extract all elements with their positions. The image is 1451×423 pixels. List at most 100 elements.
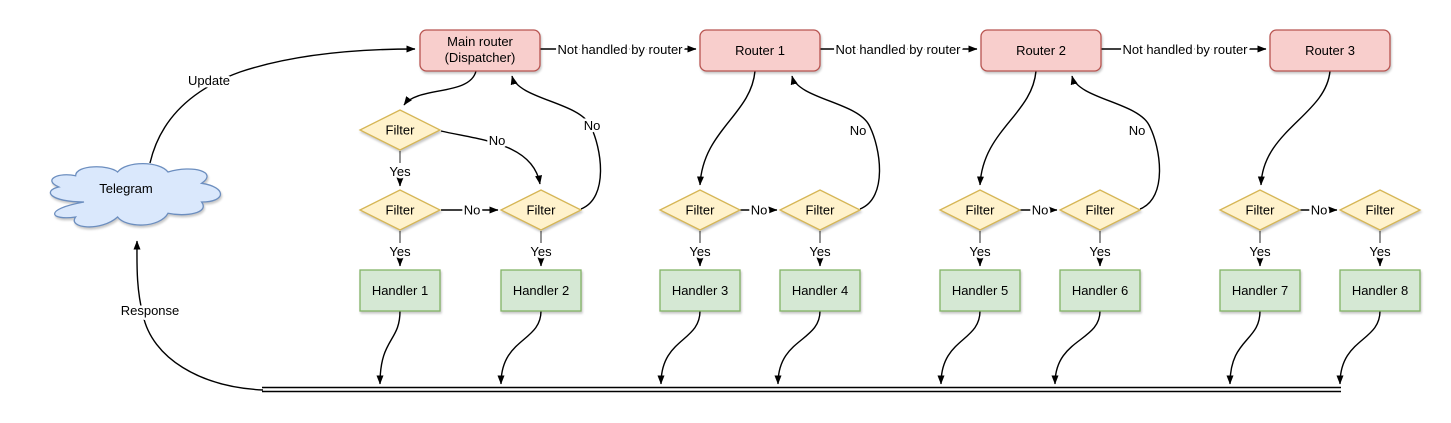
edge-response — [133, 240, 264, 391]
handler7-box — [1219, 269, 1301, 312]
no-label: No — [1311, 203, 1328, 218]
main-router-box — [419, 29, 541, 72]
filter-node: Filter — [358, 109, 442, 151]
edge-return-main — [510, 75, 602, 210]
handler3-box — [659, 269, 741, 312]
router2-node: Router 2 — [980, 29, 1102, 72]
not-handled-label-3: Not handled by router — [1122, 42, 1248, 57]
edge-update — [149, 45, 416, 164]
filter-label: Filter — [386, 123, 416, 138]
handler7-node: Handler 7 — [1219, 269, 1301, 312]
handler6-node: Handler 6 — [1059, 269, 1141, 312]
handler8-label: Handler 8 — [1352, 283, 1408, 298]
handler6-label: Handler 6 — [1072, 283, 1128, 298]
router1-node: Router 1 — [699, 29, 821, 72]
filter-node: Filter — [658, 189, 742, 231]
router2-label: Router 2 — [1016, 43, 1066, 58]
handler3-label: Handler 3 — [672, 283, 728, 298]
filter-node: Filter — [358, 189, 442, 231]
filter-diamond — [1058, 189, 1142, 231]
edge-handler1-out — [376, 310, 401, 385]
yes-label: Yes — [969, 244, 991, 259]
response-edge-label: Response — [121, 303, 180, 318]
edge-handler3-out — [657, 310, 701, 385]
router3-node: Router 3 — [1269, 29, 1391, 72]
main-router-label-line2: (Dispatcher) — [445, 50, 516, 65]
handler2-box — [500, 269, 582, 312]
yes-label: Yes — [689, 244, 711, 259]
filter-node: Filter — [778, 189, 862, 231]
handler5-node: Handler 5 — [939, 269, 1021, 312]
not-handled-label-2: Not handled by router — [835, 42, 961, 57]
cloud-label: Telegram — [99, 181, 152, 196]
filter-label: Filter — [1246, 203, 1276, 218]
filter-label: Filter — [966, 203, 996, 218]
filter-label: Filter — [527, 203, 557, 218]
filter-node: Filter — [1218, 189, 1302, 231]
yes-label: Yes — [389, 244, 411, 259]
yes-label: Yes — [1249, 244, 1271, 259]
edge-return-r1 — [790, 75, 881, 210]
handler4-label: Handler 4 — [792, 283, 848, 298]
handler3-node: Handler 3 — [659, 269, 741, 312]
filter-diamond — [1338, 189, 1422, 231]
edge-return-r2 — [1070, 75, 1161, 210]
handler2-label: Handler 2 — [513, 283, 569, 298]
yes-label: Yes — [389, 164, 411, 179]
router2-box — [980, 29, 1102, 72]
router3-label: Router 3 — [1305, 43, 1355, 58]
handler1-label: Handler 1 — [372, 283, 428, 298]
edge-handler8-out — [1336, 310, 1381, 385]
filter-node: Filter — [1058, 189, 1142, 231]
no-label: No — [584, 118, 601, 133]
no-label: No — [850, 123, 867, 138]
handler5-box — [939, 269, 1021, 312]
no-label: No — [1129, 123, 1146, 138]
edge-handler6-out — [1051, 310, 1101, 385]
main-router-label-line1: Main router — [447, 34, 513, 49]
filter-label: Filter — [1366, 203, 1396, 218]
main-router-node: Main router (Dispatcher) — [419, 29, 541, 72]
edge-handler7-out — [1226, 310, 1261, 385]
no-label: No — [751, 203, 768, 218]
filter-label: Filter — [1086, 203, 1116, 218]
handler1-node: Handler 1 — [359, 269, 441, 312]
filter-diamond — [499, 189, 583, 231]
filter-label: Filter — [686, 203, 716, 218]
filter-label: Filter — [386, 203, 416, 218]
router1-box — [699, 29, 821, 72]
no-label: No — [1032, 203, 1049, 218]
edge-main-to-filter — [403, 70, 477, 106]
cloud-shape — [49, 162, 221, 228]
yes-label: Yes — [1089, 244, 1111, 259]
filter-diamond — [658, 189, 742, 231]
edge-handler2-out — [497, 310, 542, 385]
handler8-box — [1339, 269, 1421, 312]
handler8-node: Handler 8 — [1339, 269, 1421, 312]
filter-diamond — [938, 189, 1022, 231]
no-label: No — [464, 203, 481, 218]
edge-router3-to-filter — [1257, 70, 1331, 186]
filter-diamond — [1218, 189, 1302, 231]
filter-label: Filter — [806, 203, 836, 218]
telegram-cloud-node: Telegram — [49, 162, 221, 228]
filter-diamond — [358, 189, 442, 231]
handler2-node: Handler 2 — [500, 269, 582, 312]
yes-label: Yes — [530, 244, 552, 259]
router1-label: Router 1 — [735, 43, 785, 58]
no-label: No — [489, 133, 506, 148]
yes-label: Yes — [809, 244, 831, 259]
filter-node: Filter — [499, 189, 583, 231]
handler4-node: Handler 4 — [779, 269, 861, 312]
update-edge-label: Update — [188, 73, 230, 88]
yes-label: Yes — [1369, 244, 1391, 259]
edge-router1-to-filter — [696, 70, 756, 186]
filter-node: Filter — [938, 189, 1022, 231]
filter-diamond — [778, 189, 862, 231]
handler5-label: Handler 5 — [952, 283, 1008, 298]
edge-handler4-out — [774, 310, 821, 385]
handler1-box — [359, 269, 441, 312]
not-handled-label-1: Not handled by router — [557, 42, 683, 57]
